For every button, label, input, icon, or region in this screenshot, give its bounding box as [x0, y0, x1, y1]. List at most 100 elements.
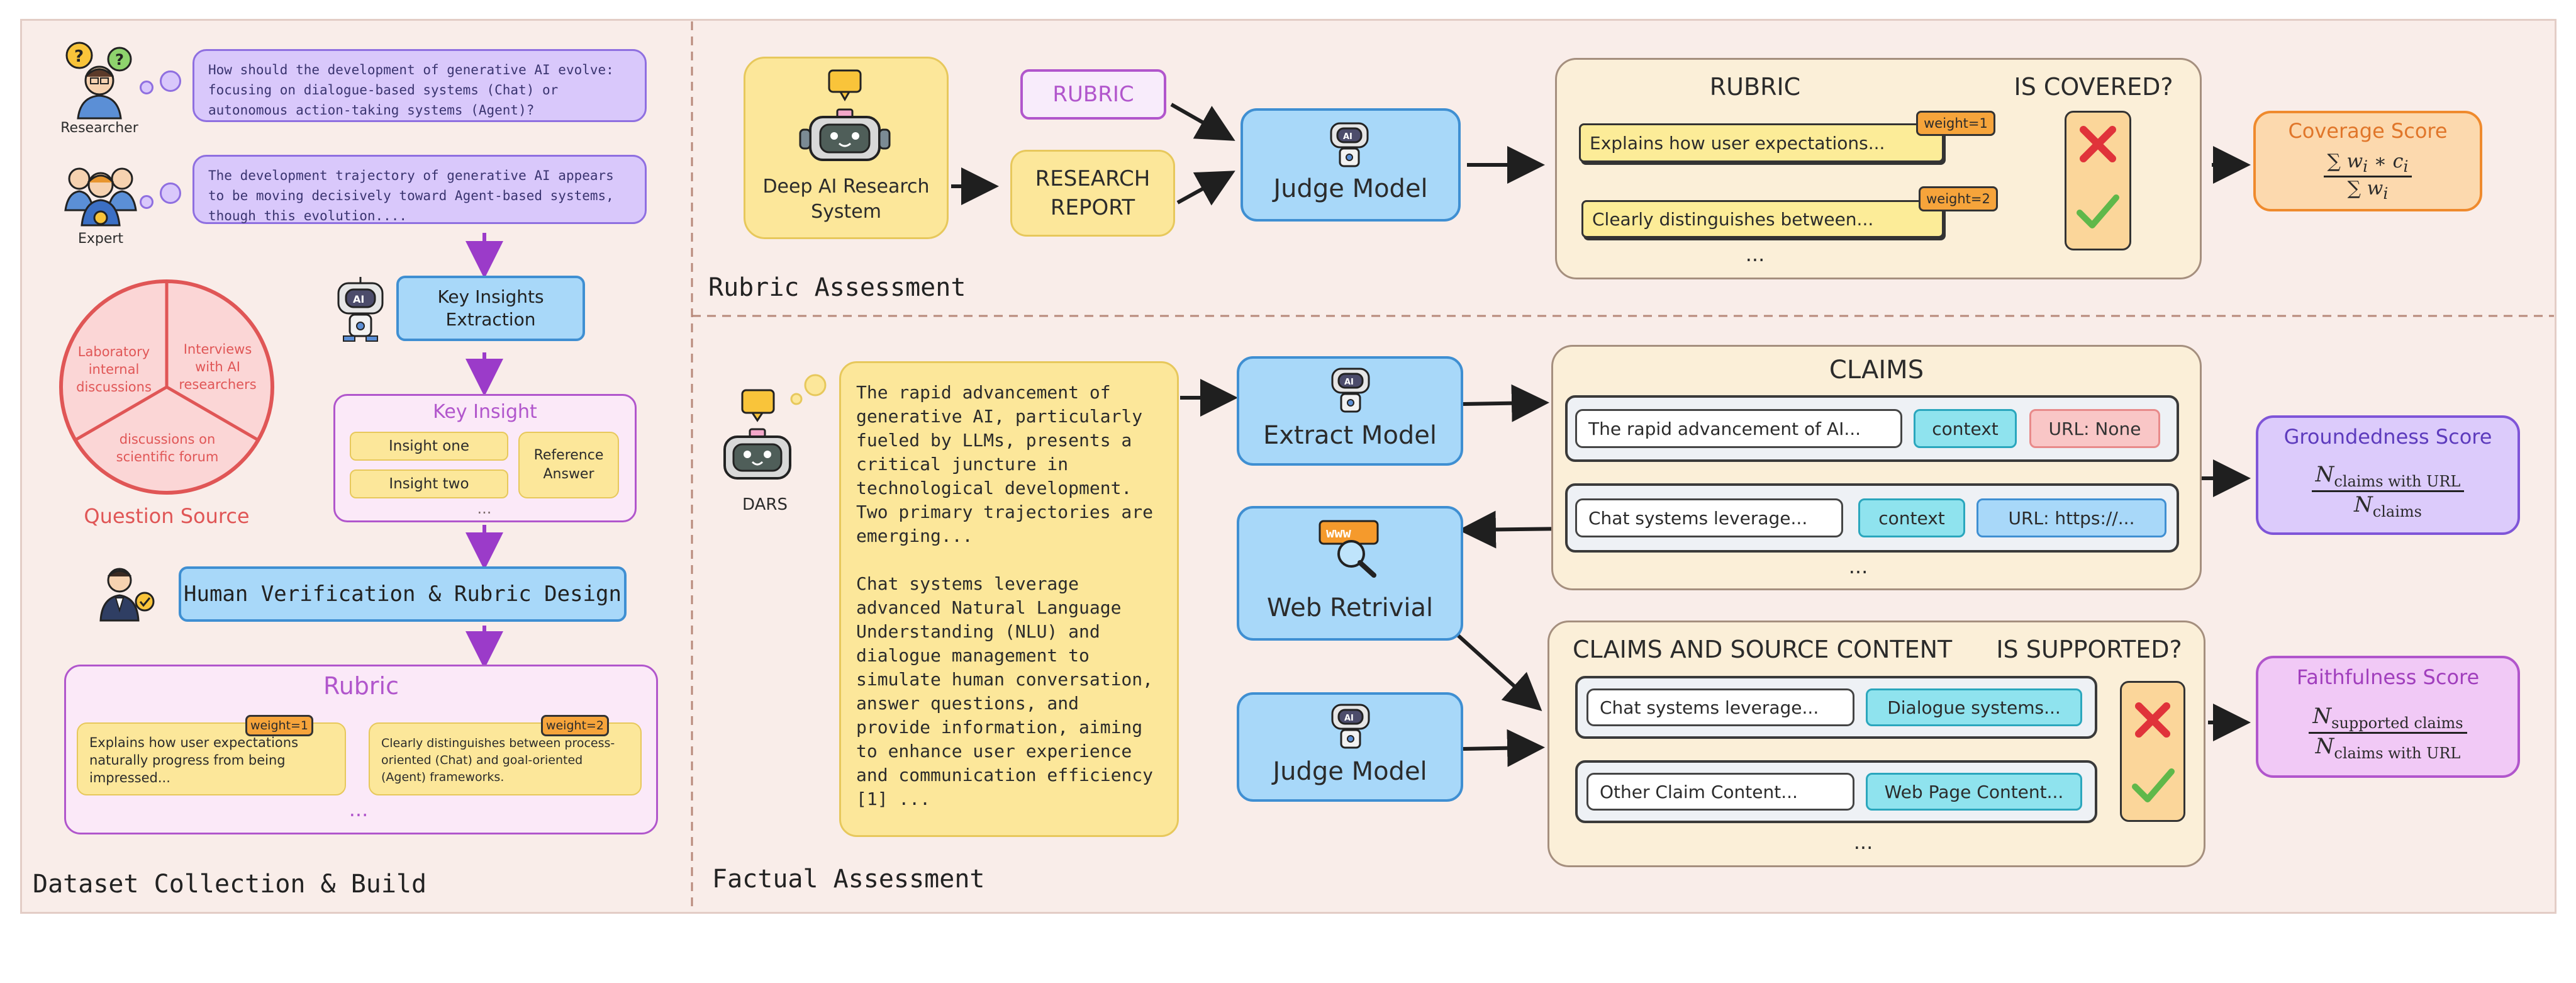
robot-icon-judge-rubric: AI: [1327, 117, 1371, 170]
expert-answer-bubble: The development trajectory of generative…: [192, 155, 647, 224]
pie-divider-left: [74, 385, 168, 442]
is-covered-title: IS COVERED?: [2014, 73, 2173, 101]
www-search-icon: www: [1316, 517, 1385, 578]
rubric-panel-item-2: Clearly distinguishes between...: [1581, 200, 1944, 238]
web-retrieval-label: Web Retrivial: [1266, 593, 1434, 622]
thought-dot-small: [140, 81, 153, 94]
rubric-title: Rubric: [323, 672, 399, 700]
thought-dot-large-2: [160, 183, 181, 204]
human-verifier-icon: [94, 564, 157, 622]
judge-model-label-factual: Judge Model: [1273, 757, 1427, 786]
rubric-panel-title: RUBRIC: [1709, 73, 1801, 101]
arrow-report-to-judge: [1176, 171, 1235, 206]
rubric-ellipsis: ...: [348, 797, 369, 821]
source-content-panel: [1547, 621, 2205, 867]
faithfulness-score-box: [2256, 656, 2520, 778]
robot-icon-extract: AI: [1329, 362, 1373, 415]
rubric-item-2-weight: weight=2: [541, 715, 609, 736]
question-source-label: Question Source: [84, 504, 250, 528]
claims-title: CLAIMS: [1829, 356, 1924, 385]
key-insights-extraction-box: Key Insights Extraction: [396, 276, 585, 341]
rubric-item-1-weight: weight=1: [245, 715, 313, 736]
expert-label: Expert: [77, 230, 124, 247]
key-insight-ellipsis: ...: [477, 500, 492, 517]
claim-1-context: context: [1914, 409, 2017, 448]
factual-assessment-section-title: Factual Assessment: [712, 865, 985, 894]
dars-report-paragraph-2: Chat systems leverage advanced Natural L…: [856, 573, 1154, 809]
researcher-icon: ? ?: [62, 38, 137, 120]
check-icon: [2076, 193, 2120, 230]
rubric-panel-item-1-weight: weight=1: [1916, 111, 1995, 136]
insight-two: Insight two: [350, 469, 508, 498]
coverage-score-title: Coverage Score: [2288, 119, 2448, 143]
source-content-1: Dialogue systems...: [1866, 688, 2082, 726]
deep-ai-system-label: Deep AI Research System: [762, 176, 930, 223]
robot-speech-icon: [798, 68, 892, 164]
robot-icon-judge-factual: AI: [1329, 699, 1373, 751]
faithfulness-score-title: Faithfulness Score: [2296, 665, 2480, 689]
source-claim-1: Chat systems leverage...: [1586, 688, 1854, 726]
groundedness-score-title: Groundedness Score: [2283, 425, 2492, 449]
pie-slice-interviews: Interviews with AI researchers: [179, 342, 257, 392]
pie-slice-forum: discussions on scientific forum: [116, 432, 219, 464]
pie-divider-right: [165, 385, 259, 442]
rubric-panel-ellipsis: ...: [1745, 242, 1765, 266]
rubric-tag: RUBRIC: [1020, 69, 1166, 120]
dataset-section-title: Dataset Collection & Build: [33, 870, 427, 899]
rubric-panel-item-2-weight: weight=2: [1919, 186, 1998, 211]
source-claim-2: Other Claim Content...: [1586, 773, 1854, 811]
robot-icon: AI: [332, 274, 389, 342]
arrow-web-to-source: [1455, 632, 1542, 712]
coverage-check-column: [2065, 111, 2131, 250]
svg-text:AI: AI: [353, 293, 364, 305]
svg-text:?: ?: [115, 51, 124, 69]
rubric-panel-item-1: Explains how user expectations...: [1579, 123, 1944, 162]
judge-model-label-rubric: Judge Model: [1273, 174, 1428, 203]
researcher-label: Researcher: [60, 120, 138, 136]
dars-report-paragraph-1: The rapid advancement of generative AI, …: [856, 382, 1154, 546]
groundedness-score-box: [2256, 415, 2520, 535]
source-content-title: CLAIMS AND SOURCE CONTENT: [1573, 636, 1953, 663]
support-check-column: [2120, 681, 2185, 822]
source-ellipsis: ...: [1853, 830, 1873, 854]
claims-ellipsis: ...: [1848, 554, 1868, 578]
coverage-score-box: [2253, 111, 2482, 211]
source-content-2: Web Page Content...: [1866, 773, 2082, 811]
dars-report-box: The rapid advancement of generative AI, …: [839, 361, 1179, 837]
claim-2-url: URL: https://...: [1977, 498, 2166, 537]
is-supported-title: IS SUPPORTED?: [1996, 636, 2182, 663]
arrow-judge-to-source: [1463, 729, 1545, 767]
human-verification-box: Human Verification & Rubric Design: [179, 566, 627, 622]
extract-model-label: Extract Model: [1263, 421, 1437, 450]
reference-answer: Reference Answer: [518, 432, 619, 498]
rubric-item-1: Explains how user expectations naturally…: [77, 722, 346, 795]
claim-1-url: URL: None: [2029, 409, 2160, 448]
rubric-assessment-section-title: Rubric Assessment: [708, 273, 966, 302]
arrow-extract-to-claims: [1463, 384, 1549, 422]
cross-icon-support: [2133, 700, 2173, 740]
question-source-pie: [57, 277, 277, 497]
check-icon-support: [2131, 767, 2175, 804]
dars-robot-icon: [716, 371, 829, 485]
arrow-rubric-to-judge: [1170, 103, 1235, 141]
insight-one: Insight one: [350, 432, 508, 461]
researcher-question-bubble: How should the development of generative…: [192, 49, 647, 122]
claim-2-context: context: [1858, 498, 1965, 537]
www-icon-text: www: [1326, 525, 1351, 541]
thought-dot-large: [160, 70, 181, 92]
svg-text:AI: AI: [1344, 714, 1354, 723]
research-report-box: RESEARCH REPORT: [1010, 150, 1175, 237]
dars-label: DARS: [742, 495, 788, 514]
thought-dot-small-2: [140, 195, 153, 209]
coverage-formula: ∑ wi ∗ ci∑ wi: [2253, 146, 2482, 206]
claim-1-text: The rapid advancement of AI...: [1575, 409, 1902, 448]
expert-icon: [63, 160, 138, 229]
svg-text:AI: AI: [1344, 378, 1354, 387]
svg-text:?: ?: [74, 47, 84, 66]
svg-text:AI: AI: [1343, 132, 1352, 142]
key-insight-title: Key Insight: [433, 400, 537, 423]
claim-2-text: Chat systems leverage...: [1575, 498, 1843, 537]
pie-slice-lab: Laboratory internal discussions: [76, 344, 152, 395]
